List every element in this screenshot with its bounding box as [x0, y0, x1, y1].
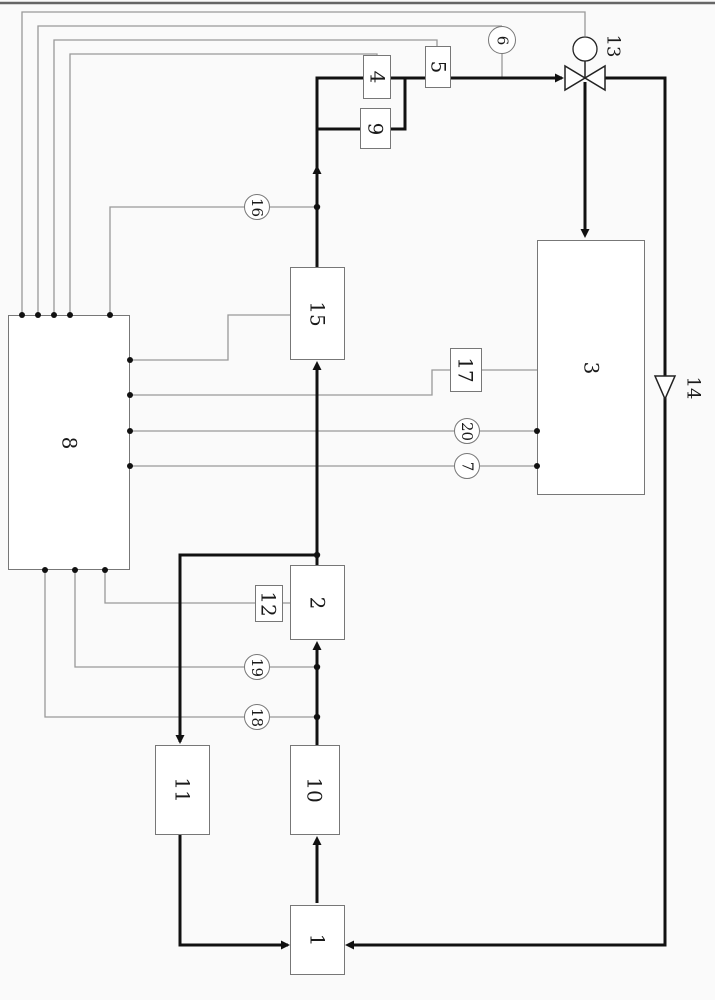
block-1-label: 1	[305, 933, 330, 947]
block-5-label: 5	[425, 60, 450, 74]
block-3-label: 3	[578, 361, 603, 374]
component-14-label-wrap: 14	[678, 374, 706, 402]
instrument-19: 19	[244, 654, 270, 680]
component-14-symbol	[653, 375, 677, 401]
block-12: 12	[255, 585, 283, 622]
block-10: 10	[290, 745, 340, 835]
block-1: 1	[290, 905, 345, 975]
valve-13-label-wrap: 13	[598, 32, 626, 60]
block-2-label: 2	[305, 596, 330, 609]
instrument-20-label: 20	[458, 421, 477, 441]
block-8-label: 8	[56, 436, 81, 449]
block-11-label: 11	[170, 777, 195, 803]
block-11: 11	[155, 745, 210, 835]
instrument-19-label: 19	[248, 657, 267, 677]
block-4-label: 4	[364, 70, 389, 84]
block-8: 8	[8, 315, 130, 570]
instrument-6-label: 6	[493, 35, 512, 45]
instrument-7: 7	[454, 453, 480, 479]
flow-arrows	[175, 73, 590, 950]
instrument-6: 6	[488, 26, 516, 54]
block-17: 17	[450, 348, 482, 392]
instrument-7-label: 7	[458, 461, 477, 471]
instrument-16: 16	[244, 194, 270, 220]
block-10-label: 10	[302, 777, 327, 803]
instrument-16-label: 16	[248, 197, 267, 217]
instrument-18: 18	[244, 704, 270, 730]
block-15: 15	[290, 267, 345, 360]
block-17-label: 17	[453, 357, 478, 383]
valve-13-label: 13	[602, 34, 623, 58]
block-4: 4	[363, 55, 391, 99]
block-12-label: 12	[256, 590, 281, 617]
block-3: 3	[537, 240, 645, 495]
block-9: 9	[360, 108, 391, 149]
block-15-label: 15	[305, 300, 330, 327]
block-9-label: 9	[363, 122, 388, 135]
block-2: 2	[290, 565, 345, 640]
component-14-label: 14	[682, 376, 703, 400]
block-5: 5	[425, 46, 451, 88]
instrument-18-label: 18	[248, 707, 267, 727]
instrument-20: 20	[454, 418, 480, 444]
